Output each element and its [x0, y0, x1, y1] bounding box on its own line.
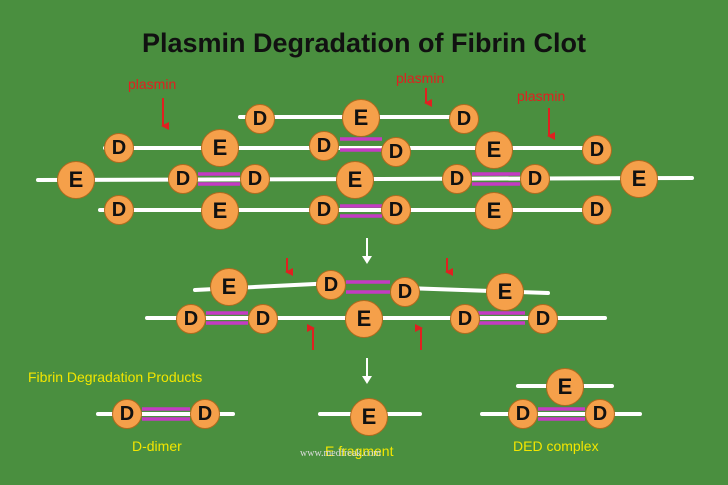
e-domain: E: [57, 161, 95, 199]
ded-complex-label: DED complex: [513, 438, 599, 454]
e-domain: E: [336, 161, 374, 199]
d-domain: D: [104, 195, 134, 225]
d-domain: D: [582, 135, 612, 165]
d-domain: D: [381, 195, 411, 225]
e-domain: E: [475, 131, 513, 169]
d-domain: D: [112, 399, 142, 429]
d-domain: D: [582, 195, 612, 225]
e-domain: E: [486, 273, 524, 311]
e-domain: E: [546, 368, 584, 406]
d-domain: D: [390, 277, 420, 307]
d-domain: D: [309, 195, 339, 225]
plasmin-label: plasmin: [128, 76, 177, 92]
e-domain: E: [342, 99, 380, 137]
e-domain: E: [345, 300, 383, 338]
d-domain: D: [309, 131, 339, 161]
d-domain: D: [520, 164, 550, 194]
plasmin-arrows: [161, 88, 555, 350]
white-arrow-head: [362, 256, 372, 264]
e-domain: E: [210, 268, 248, 306]
d-domain: D: [176, 304, 206, 334]
d-domain: D: [245, 104, 275, 134]
e-domain: E: [475, 192, 513, 230]
d-domain: D: [316, 270, 346, 300]
white-arrow-head: [362, 376, 372, 384]
d-domain: D: [508, 399, 538, 429]
d-domain: D: [449, 104, 479, 134]
e-domain: E: [201, 192, 239, 230]
d-domain: D: [240, 164, 270, 194]
d-domain: D: [104, 133, 134, 163]
e-fragment-label: E fragment: [325, 443, 394, 459]
plasmin-label: plasmin: [517, 88, 566, 104]
e-domain: E: [620, 160, 658, 198]
e-domain: E: [350, 398, 388, 436]
d-dimer-label: D-dimer: [132, 438, 182, 454]
crosslinks: [142, 137, 585, 421]
d-domain: D: [190, 399, 220, 429]
strand-mid-upper-right: [403, 286, 550, 295]
d-domain: D: [528, 304, 558, 334]
d-domain: D: [168, 164, 198, 194]
watermark-text: www.medfreak.com: [300, 448, 381, 459]
d-domain: D: [585, 399, 615, 429]
e-domain: E: [201, 129, 239, 167]
d-domain: D: [450, 304, 480, 334]
fdp-label: Fibrin Degradation Products: [28, 369, 203, 385]
d-domain: D: [248, 304, 278, 334]
progression-arrows: [362, 238, 372, 384]
plasmin-label: plasmin: [396, 70, 445, 86]
d-domain: D: [381, 137, 411, 167]
page-title: Plasmin Degradation of Fibrin Clot: [141, 28, 587, 58]
d-domain: D: [442, 164, 472, 194]
